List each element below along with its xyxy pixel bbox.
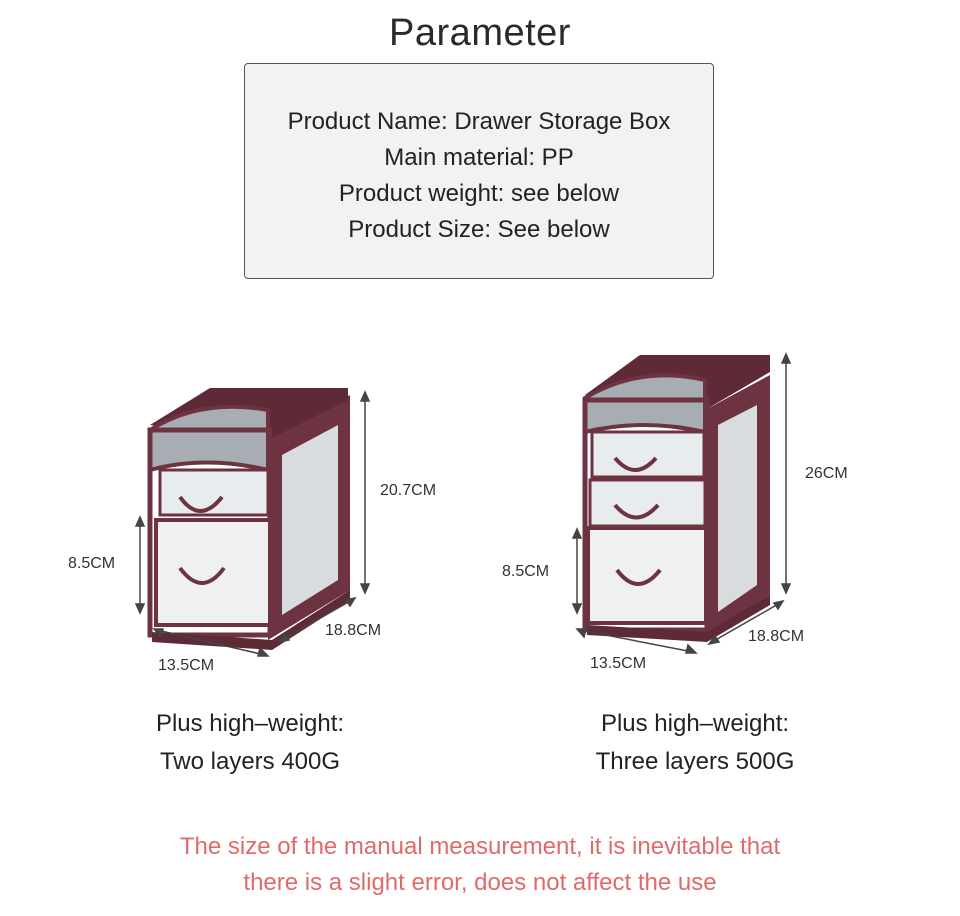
three-layer-box-image bbox=[571, 352, 792, 654]
height-label: 20.7CM bbox=[380, 482, 437, 499]
param-weight: Product weight: see below bbox=[338, 180, 620, 207]
param-product-name: Product Name: Drawer Storage Box bbox=[287, 108, 671, 135]
weight-line-1: Plus high–weight: bbox=[600, 710, 790, 737]
width-label: 13.5CM bbox=[590, 655, 647, 672]
width-label: 13.5CM bbox=[158, 657, 215, 674]
drawer-height-label: 8.5CM bbox=[502, 563, 550, 580]
weight-line-2: Two layers 400G bbox=[159, 748, 341, 775]
height-label: 26CM bbox=[805, 465, 848, 482]
weight-line-2: Three layers 500G bbox=[595, 748, 795, 775]
depth-label: 18.8CM bbox=[748, 628, 805, 645]
two-layer-box-image bbox=[134, 388, 371, 657]
two-layer-weight: Plus high–weight: Two layers 400G bbox=[120, 705, 380, 781]
measurement-note-line-1: The size of the manual measurement, it i… bbox=[179, 833, 781, 860]
product-two-layer: 20.7CM 8.5CM 18.8CM 13.5CM bbox=[0, 0, 480, 700]
depth-label: 18.8CM bbox=[325, 622, 382, 639]
param-size: Product Size: See below bbox=[348, 216, 610, 243]
page-title: Parameter bbox=[389, 12, 571, 54]
drawer-height-label: 8.5CM bbox=[68, 555, 116, 572]
parameter-box: Product Name: Drawer Storage Box Main ma… bbox=[244, 63, 714, 279]
param-material: Main material: PP bbox=[384, 144, 574, 171]
weight-line-1: Plus high–weight: bbox=[155, 710, 345, 737]
measurement-note-line-2: there is a slight error, does not affect… bbox=[243, 869, 717, 896]
product-three-layer: 26CM 8.5CM 18.8CM 13.5CM bbox=[502, 352, 848, 672]
three-layer-weight: Plus high–weight: Three layers 500G bbox=[560, 705, 830, 781]
